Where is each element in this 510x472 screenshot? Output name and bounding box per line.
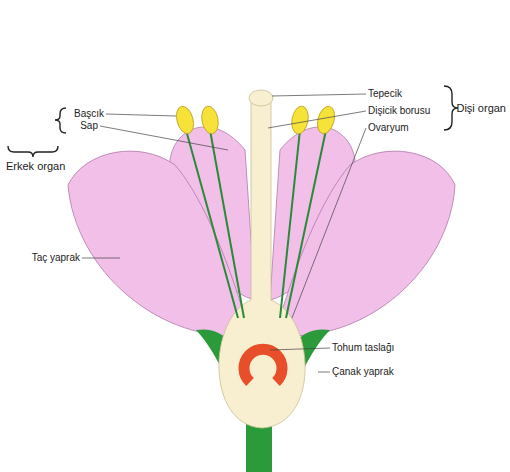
part-label: Tepecik: [368, 88, 402, 100]
leader-line: [292, 128, 366, 318]
leader-line: [268, 111, 366, 128]
filament-label: Sap: [80, 120, 98, 132]
leader-line: [318, 372, 330, 373]
leader-line: [82, 258, 120, 259]
leader-line: [270, 348, 330, 350]
anther: [290, 105, 311, 135]
group-label: Dişi organ: [456, 102, 506, 114]
anther: [315, 104, 338, 135]
petal: [68, 151, 250, 336]
bracket: [55, 108, 66, 133]
pistil: [219, 100, 305, 428]
part-label: Çanak yaprak: [332, 366, 394, 378]
anther-label: Başcık: [74, 108, 104, 120]
leader-line: [106, 114, 176, 116]
ovule: [244, 349, 282, 382]
part-label: Dişicik borusu: [368, 105, 430, 117]
filament: [280, 130, 300, 318]
group-label: Erkek organ: [6, 160, 65, 172]
part-label: Ovaryum: [368, 122, 409, 134]
anther: [200, 105, 221, 135]
filament: [186, 130, 238, 318]
leader-line: [100, 126, 228, 150]
stigma: [249, 90, 273, 106]
anther: [174, 104, 197, 135]
bracket: [444, 86, 458, 130]
part-label: Taç yaprak: [32, 252, 80, 264]
part-label: Tohum taslağı: [332, 342, 394, 354]
leader-line: [272, 94, 366, 96]
filament: [286, 130, 326, 318]
bracket: [8, 146, 58, 157]
filament: [210, 130, 244, 318]
